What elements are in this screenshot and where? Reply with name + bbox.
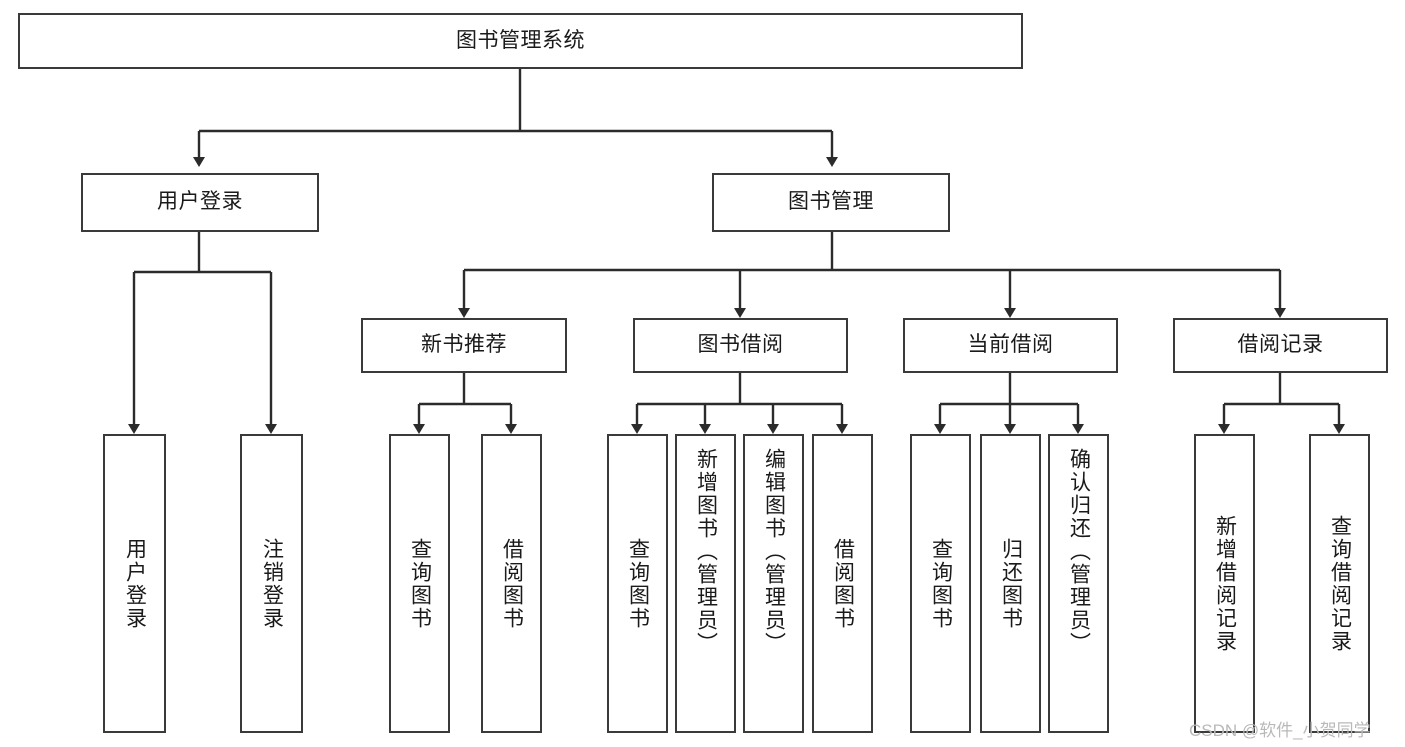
node-root[interactable]: 图书管理系统 — [18, 13, 1023, 69]
node-new-book-recommend-label: 新书推荐 — [421, 333, 507, 357]
node-current-borrow[interactable]: 当前借阅 — [903, 318, 1118, 373]
node-leaf-add-record[interactable]: 新增借阅记录 — [1194, 434, 1255, 733]
node-leaf-user-login[interactable]: 用户登录 — [103, 434, 166, 733]
node-leaf-user-login-label: 用户登录 — [123, 537, 147, 630]
node-new-book-recommend[interactable]: 新书推荐 — [361, 318, 567, 373]
node-leaf-add-book-label: 新增图书（管理员） — [694, 448, 718, 655]
node-leaf-query-record-label: 查询借阅记录 — [1328, 514, 1352, 653]
node-leaf-borrow-book-2[interactable]: 借阅图书 — [812, 434, 873, 733]
node-borrow-record[interactable]: 借阅记录 — [1173, 318, 1388, 373]
node-user-login-label: 用户登录 — [157, 190, 243, 214]
node-leaf-query-book-2[interactable]: 查询图书 — [607, 434, 668, 733]
node-leaf-user-logout[interactable]: 注销登录 — [240, 434, 303, 733]
node-leaf-user-logout-label: 注销登录 — [260, 537, 284, 630]
node-current-borrow-label: 当前借阅 — [967, 333, 1054, 357]
node-leaf-edit-book-label: 编辑图书（管理员） — [762, 448, 786, 655]
node-leaf-borrow-book-1[interactable]: 借阅图书 — [481, 434, 542, 733]
node-leaf-add-record-label: 新增借阅记录 — [1213, 514, 1237, 653]
node-user-login[interactable]: 用户登录 — [81, 173, 319, 232]
node-book-management-label: 图书管理 — [788, 190, 874, 214]
node-book-management[interactable]: 图书管理 — [712, 173, 950, 232]
node-leaf-return-book[interactable]: 归还图书 — [980, 434, 1041, 733]
node-book-borrow-label: 图书借阅 — [697, 333, 784, 357]
node-leaf-query-book-1[interactable]: 查询图书 — [389, 434, 450, 733]
node-leaf-query-record[interactable]: 查询借阅记录 — [1309, 434, 1370, 733]
node-leaf-borrow-book-2-label: 借阅图书 — [831, 537, 855, 630]
node-leaf-query-book-1-label: 查询图书 — [408, 537, 432, 630]
node-leaf-borrow-book-1-label: 借阅图书 — [500, 537, 524, 630]
csdn-watermark: CSDN @软件_小贺同学 — [1189, 721, 1371, 740]
node-leaf-return-book-label: 归还图书 — [999, 537, 1023, 630]
node-leaf-query-book-3[interactable]: 查询图书 — [910, 434, 971, 733]
node-leaf-edit-book[interactable]: 编辑图书（管理员） — [743, 434, 804, 733]
node-book-borrow[interactable]: 图书借阅 — [633, 318, 848, 373]
node-leaf-confirm-return-label: 确认归还（管理员） — [1067, 448, 1091, 655]
node-leaf-query-book-3-label: 查询图书 — [929, 537, 953, 630]
node-leaf-add-book[interactable]: 新增图书（管理员） — [675, 434, 736, 733]
node-leaf-confirm-return[interactable]: 确认归还（管理员） — [1048, 434, 1109, 733]
node-borrow-record-label: 借阅记录 — [1237, 333, 1324, 357]
node-leaf-query-book-2-label: 查询图书 — [626, 537, 650, 630]
node-root-label: 图书管理系统 — [456, 28, 585, 52]
